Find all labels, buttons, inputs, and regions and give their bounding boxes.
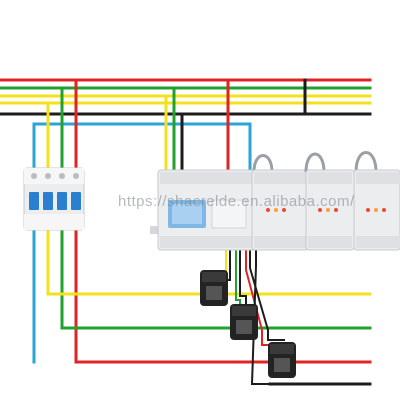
module-1-led-b: [274, 208, 278, 212]
meter-button-panel: [211, 199, 247, 229]
module-1-top: [254, 172, 306, 184]
module-3-led-a: [366, 208, 370, 212]
ct2-lead-black: [239, 249, 247, 307]
module-3-led-b: [374, 208, 378, 212]
meter-top-terminals: [160, 172, 256, 184]
toggle-1: [29, 192, 39, 210]
module-2-led-a: [318, 208, 322, 212]
ct-3-window: [274, 358, 290, 372]
ct2-lead-green: [235, 249, 241, 307]
breaker-top-band: [24, 168, 84, 184]
ct3-lead-red: [245, 249, 281, 346]
module-1-wire-loop: [252, 154, 274, 173]
toggle-3: [57, 192, 67, 210]
module-2-bottom: [308, 236, 352, 248]
terminal-1: [31, 173, 37, 179]
toggle-4: [71, 192, 81, 210]
ct3-lead-black: [249, 249, 285, 341]
terminal-3: [59, 173, 65, 179]
breaker-terminals-top: [31, 173, 79, 179]
four-pole-breaker: [23, 167, 85, 231]
meter-display-inner: [172, 204, 202, 224]
module-3-bottom: [356, 236, 400, 248]
main-energy-meter: [157, 169, 259, 251]
ct-1-window: [206, 286, 222, 300]
module-2-led-b: [326, 208, 330, 212]
extension-module-3: [353, 151, 400, 251]
module-3-top: [356, 172, 400, 184]
current-transformer-2: [230, 304, 258, 340]
module-1-bottom: [254, 236, 306, 248]
module-3-wire-loop: [354, 151, 378, 173]
breaker-bottom-band: [24, 214, 84, 230]
terminal-4: [73, 173, 79, 179]
current-transformer-3: [268, 342, 296, 378]
watermark-text: https://shacrelde.en.alibaba.com/: [118, 193, 355, 210]
current-transformers: [200, 270, 296, 378]
module-2-wire-loop: [304, 152, 326, 173]
extension-modules: [251, 151, 400, 251]
module-1-led-c: [282, 208, 286, 212]
ct-3-cap: [270, 344, 294, 354]
module-2-top: [308, 172, 352, 184]
toggle-2: [43, 192, 53, 210]
ct-2-cap: [232, 306, 256, 316]
module-2-led-c: [334, 208, 338, 212]
module-1-led-a: [266, 208, 270, 212]
breaker-toggles: [29, 192, 81, 210]
extension-module-2: [304, 152, 355, 251]
ct-2-window: [236, 320, 252, 334]
module-3-led-c: [382, 208, 386, 212]
current-transformer-1: [200, 270, 228, 306]
meter-bottom-terminals: [160, 236, 256, 248]
terminal-2: [45, 173, 51, 179]
ct-1-cap: [202, 272, 226, 282]
